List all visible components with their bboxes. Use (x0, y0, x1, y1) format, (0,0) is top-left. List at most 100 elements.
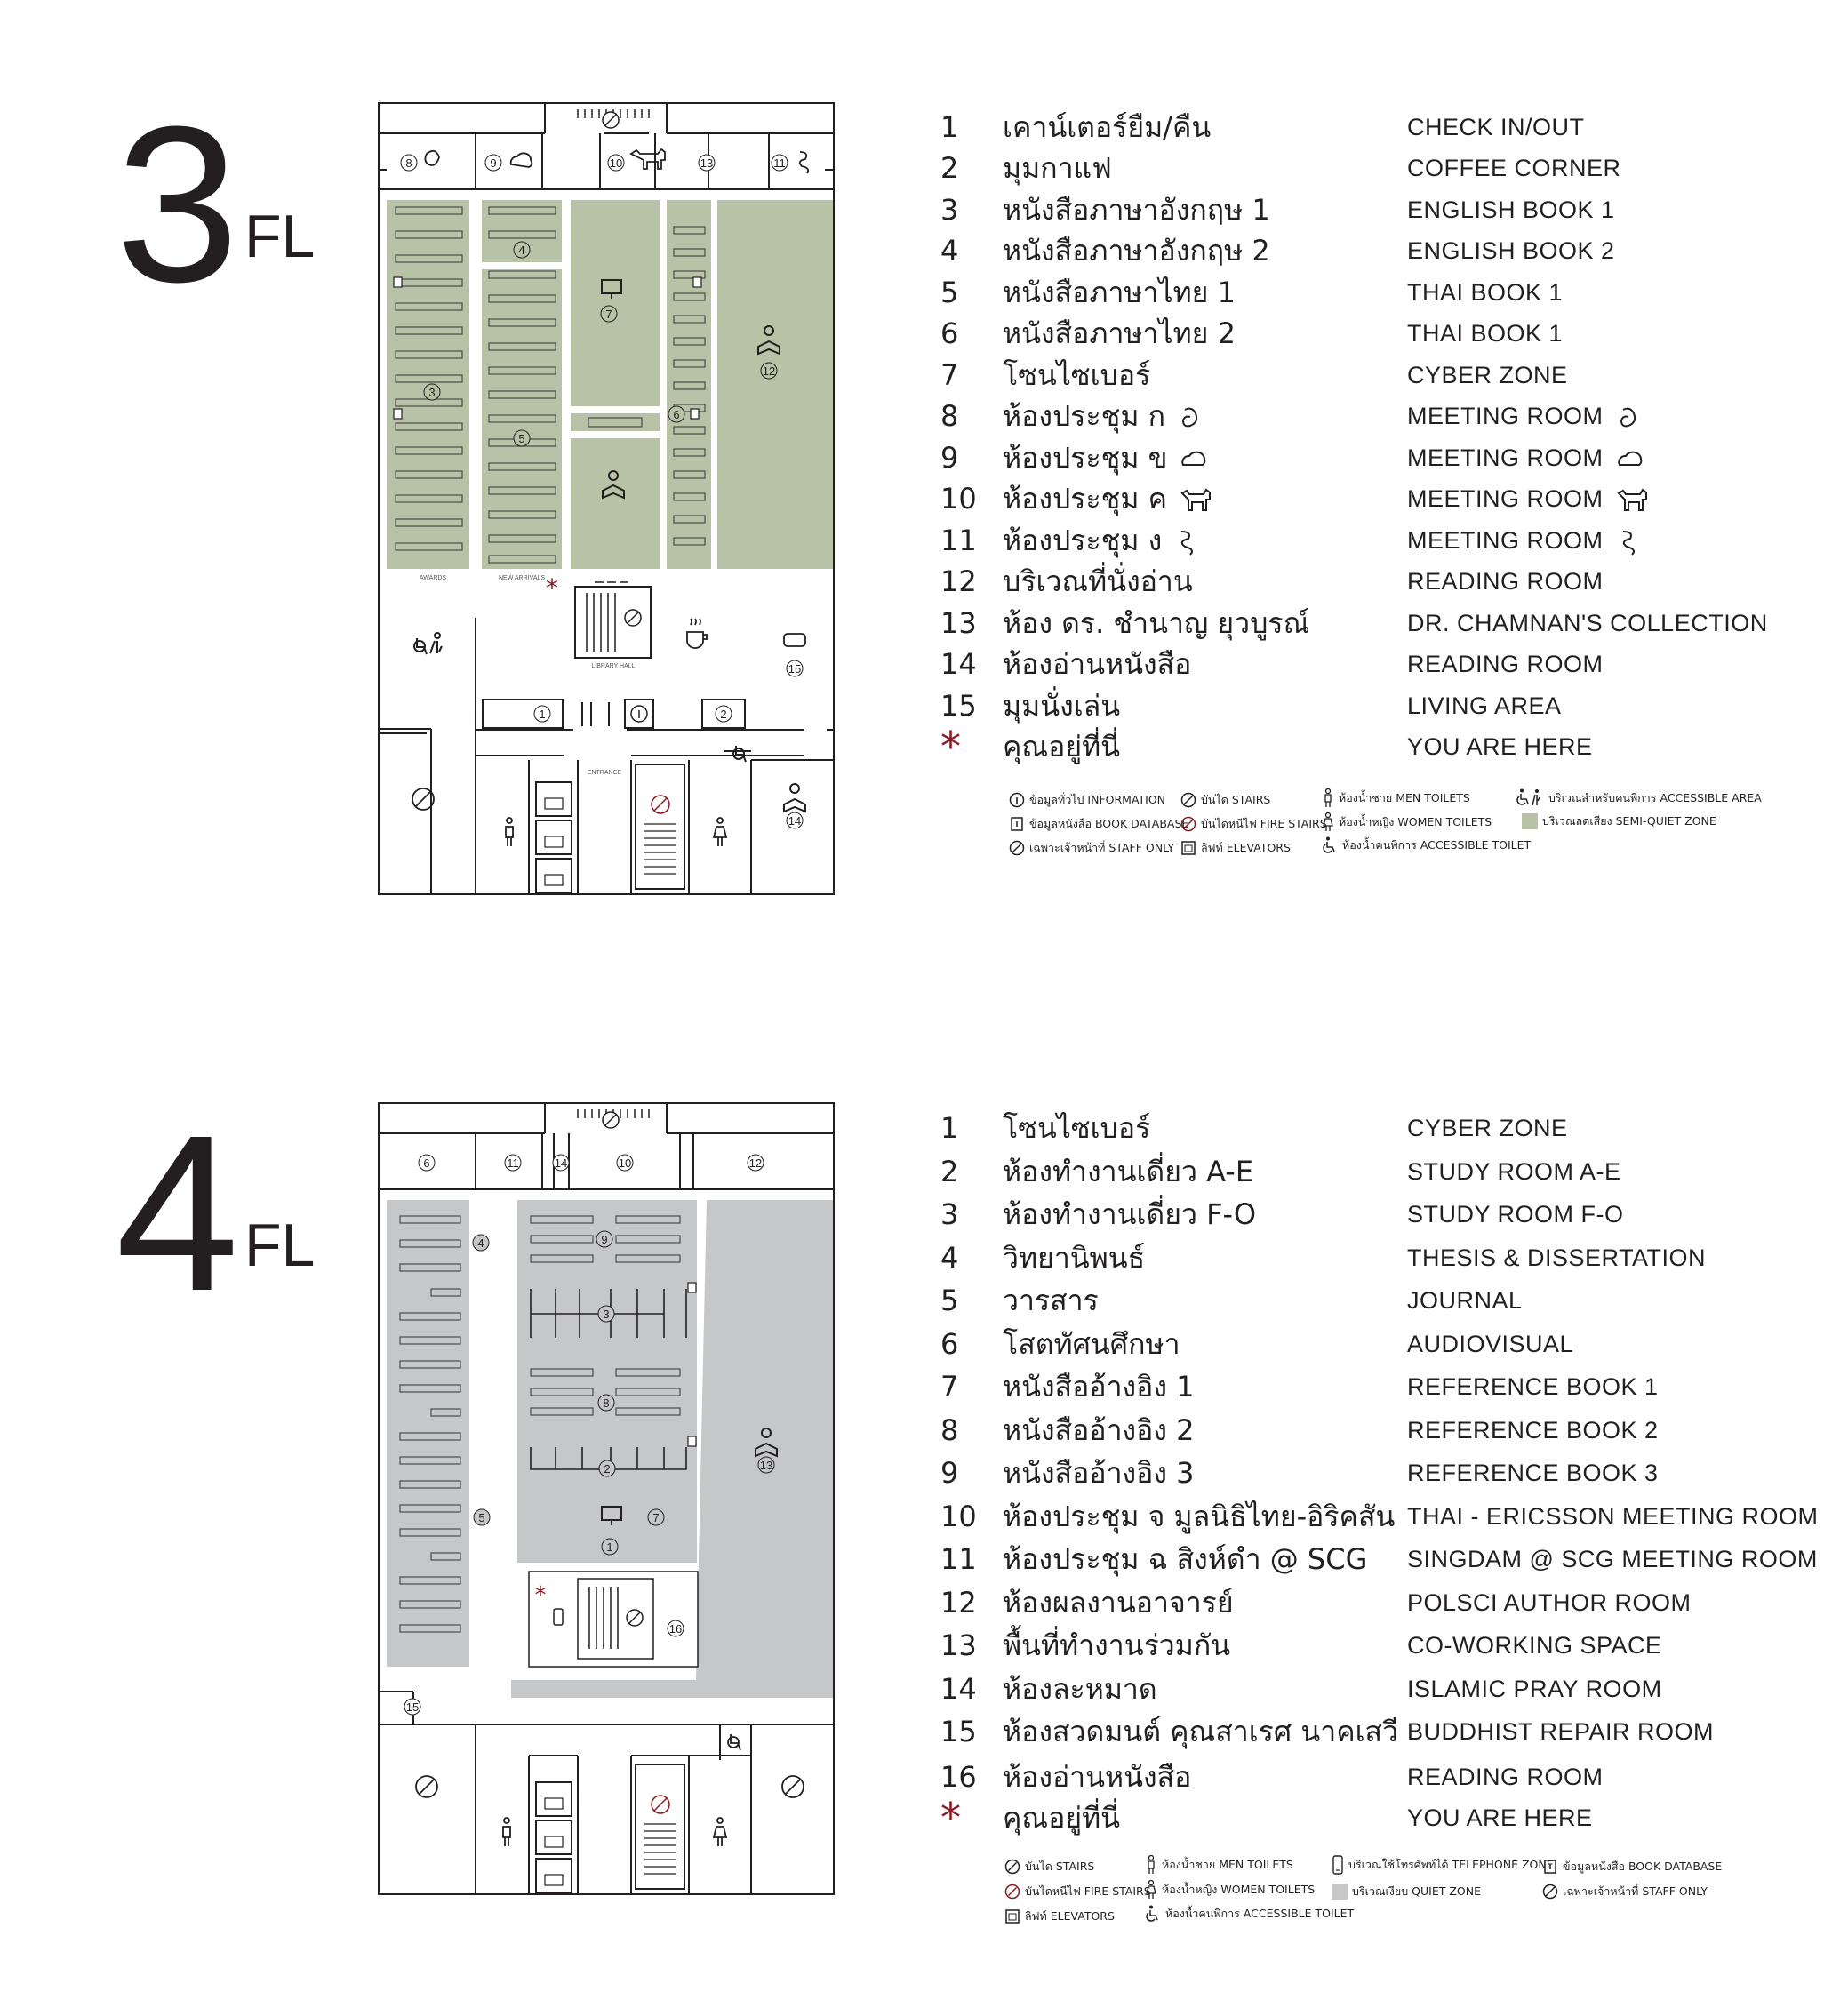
legend-number: 6 (940, 316, 959, 350)
legend-number: 4 (940, 1241, 959, 1275)
legend-thai-label: บริเวณที่นั่งอ่าน (1003, 564, 1193, 598)
key-item: ห้องน้ำหญิง WOMEN TOILETS (1322, 812, 1492, 832)
key-label: บริเวณลดเสียง SEMI-QUIET ZONE (1542, 814, 1716, 828)
legend-thai-label: โซนไซเบอร์ (1003, 358, 1151, 392)
svg-text:4: 4 (477, 1236, 484, 1250)
quiet-zone-icon (1332, 1884, 1348, 1900)
legend-english-text: MEETING ROOM (1407, 527, 1604, 554)
legend-number: 8 (940, 1413, 959, 1447)
floor-4-map: 6 11 14 10 12 4 9 3 8 2 7 1 5 13 16 15 * (378, 1102, 835, 1895)
legend-number: 3 (940, 1197, 959, 1231)
legend-english-label: ENGLISH BOOK 1 (1407, 196, 1615, 223)
legend-english-label: THAI - ERICSSON MEETING ROOM (1407, 1503, 1819, 1530)
legend-english-label: READING ROOM (1407, 568, 1604, 595)
legend-english-text: MEETING ROOM (1407, 444, 1604, 471)
key-item: ลิฟท์ ELEVATORS (1004, 1908, 1115, 1925)
legend-thai-label: ห้อง ดร. ชำนาญ ยุวบูรณ์ (1003, 606, 1310, 640)
legend-thai-label: ห้องประชุม ค (1003, 478, 1212, 519)
legend-english-label: THAI BOOK 1 (1407, 279, 1564, 306)
legend-thai-text: ห้องประชุม ก (1003, 399, 1165, 433)
legend-english-label: ISLAMIC PRAY ROOM (1407, 1676, 1662, 1702)
legend-number: 13 (940, 1628, 977, 1662)
legend-thai-label: ห้องอ่านหนังสือ (1003, 1760, 1192, 1794)
entrance-label: ENTRANCE (588, 770, 622, 776)
book-database-icon (1011, 817, 1023, 831)
legend-number: 13 (940, 606, 977, 640)
stairs-icon (1180, 792, 1196, 808)
fire-stairs-icon (1004, 1884, 1020, 1900)
legend-number: 8 (940, 399, 959, 433)
elevator-icon (1181, 841, 1196, 855)
svg-text:5: 5 (518, 432, 524, 445)
ox-icon (1180, 488, 1212, 511)
legend-thai-label: โสตทัศนศึกษา (1003, 1327, 1180, 1361)
svg-text:2: 2 (720, 708, 726, 721)
floor-4-number: 4 (116, 1089, 239, 1337)
key-item: ห้องน้ำชาย MEN TOILETS (1322, 788, 1470, 808)
you-are-here-star-icon: * (940, 1794, 961, 1842)
legend-english-label: CYBER ZONE (1407, 1115, 1568, 1141)
legend-thai-label: ห้องประชุม จ มูลนิธิไทย-อิริคสัน (1003, 1500, 1396, 1533)
legend-english-label: MEETING ROOM (1407, 478, 1648, 519)
legend-english-label: YOU ARE HERE (1407, 1804, 1593, 1831)
legend-number: 5 (940, 1284, 959, 1317)
svg-text:4: 4 (518, 244, 524, 257)
legend-thai-label: หนังสือภาษาไทย 2 (1003, 316, 1236, 350)
legend-english-label: THAI BOOK 1 (1407, 320, 1564, 347)
key-label: ห้องน้ำชาย MEN TOILETS (1339, 791, 1470, 804)
legend-english-text: MEETING ROOM (1407, 485, 1604, 512)
men-toilet-icon (1148, 1855, 1155, 1874)
legend-number: 2 (940, 151, 959, 185)
key-label: ข้อมูลหนังสือ BOOK DATABASE (1029, 817, 1189, 830)
svg-text:1: 1 (606, 1540, 612, 1554)
key-item: ห้องน้ำคนพิการ ACCESSIBLE TOILET (1322, 836, 1531, 854)
legend-thai-label: ห้องทำงานเดี่ยว F-O (1003, 1197, 1257, 1231)
key-item: บริเวณลดเสียง SEMI-QUIET ZONE (1522, 812, 1716, 830)
svg-text:*: * (546, 573, 558, 603)
staff-only-icon (1542, 1884, 1558, 1900)
legend-thai-label: ห้องสวดมนต์ คุณสาเรศ นาคเสวี (1003, 1715, 1399, 1748)
legend-number: 10 (940, 1500, 977, 1533)
svg-text:12: 12 (749, 1156, 762, 1170)
floor-3-map: 8 9 10 13 11 4 7 12 3 5 6 1 2 15 14 AWAR… (378, 102, 835, 895)
svg-text:13: 13 (760, 1459, 772, 1472)
legend-thai-label: ห้องผลงานอาจารย์ (1003, 1586, 1234, 1620)
key-item: เฉพาะเจ้าหน้าที่ STAFF ONLY (1542, 1883, 1708, 1900)
legend-number: 15 (940, 1715, 977, 1748)
legend-thai-label: โซนไซเบอร์ (1003, 1111, 1151, 1145)
naga-icon (1181, 531, 1194, 556)
legend-number: 12 (940, 564, 977, 598)
key-item: บริเวณเงียบ QUIET ZONE (1332, 1883, 1481, 1900)
legend-thai-label: ห้องประชุม ง (1003, 520, 1197, 561)
svg-text:13: 13 (700, 156, 713, 170)
legend-number: 9 (940, 441, 959, 475)
legend-english-label: AUDIOVISUAL (1407, 1331, 1574, 1357)
rooster-icon (1181, 407, 1198, 428)
key-label: บันได STAIRS (1201, 793, 1271, 806)
legend-english-label: REFERENCE BOOK 3 (1407, 1460, 1659, 1486)
floor-3-suffix: FL (244, 203, 316, 270)
legend-english-label: REFERENCE BOOK 2 (1407, 1417, 1659, 1444)
legend-english-label: READING ROOM (1407, 651, 1604, 677)
svg-text:6: 6 (423, 1156, 429, 1170)
accessible-area-icon (1516, 788, 1540, 806)
legend-english-label: JOURNAL (1407, 1287, 1523, 1314)
key-label: เฉพาะเจ้าหน้าที่ STAFF ONLY (1029, 841, 1175, 854)
fire-stairs-icon (1180, 816, 1196, 832)
key-label: ห้องน้ำคนพิการ ACCESSIBLE TOILET (1342, 838, 1532, 852)
key-label: ห้องน้ำชาย MEN TOILETS (1162, 1858, 1293, 1871)
legend-english-text: MEETING ROOM (1407, 403, 1604, 429)
key-label: ลิฟท์ ELEVATORS (1025, 1909, 1115, 1923)
key-label: ลิฟท์ ELEVATORS (1201, 841, 1291, 854)
legend-number: 12 (940, 1586, 977, 1620)
legend-thai-label: ห้องทำงานเดี่ยว A-E (1003, 1155, 1254, 1188)
women-toilet-icon (1323, 812, 1333, 831)
legend-number: 14 (940, 647, 977, 681)
legend-number: 3 (940, 193, 959, 227)
legend-thai-label: เคาน์เตอร์ยืม/คืน (1003, 110, 1212, 144)
key-item: ห้องน้ำคนพิการ ACCESSIBLE TOILET (1145, 1905, 1354, 1923)
key-label: บริเวณเงียบ QUIET ZONE (1352, 1884, 1481, 1898)
legend-number: 4 (940, 234, 959, 268)
